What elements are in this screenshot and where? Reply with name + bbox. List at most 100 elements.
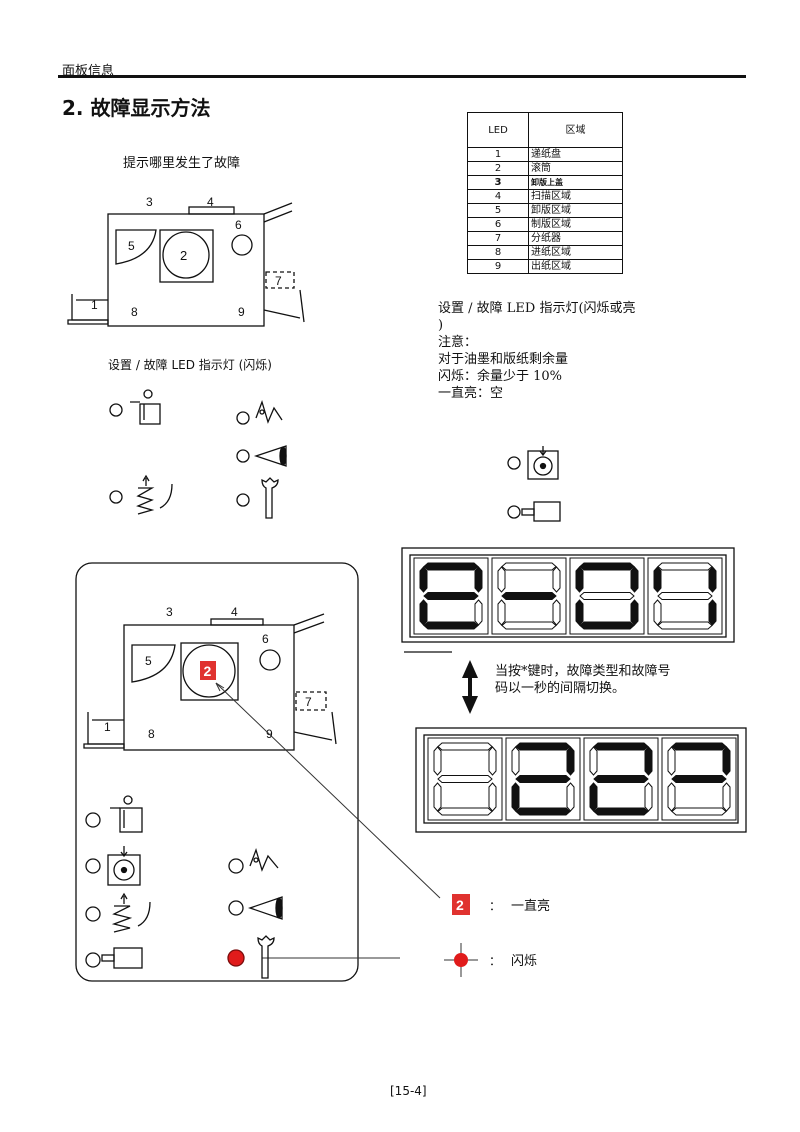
legend-blink-icon xyxy=(444,943,478,977)
legend-colon: ： xyxy=(489,954,501,968)
col-led-header: LED xyxy=(467,112,529,148)
display-segment xyxy=(671,742,727,751)
display-digit xyxy=(661,737,737,821)
display-segment xyxy=(474,599,483,626)
diagram-label: 9 xyxy=(238,305,245,319)
header-rule xyxy=(58,75,746,78)
display-segment xyxy=(657,621,713,630)
display-segment xyxy=(630,566,639,593)
legend-steady-badge xyxy=(452,894,470,915)
legend-steady-label: 一直亮 xyxy=(511,898,550,913)
diagram-label: 5 xyxy=(145,654,152,668)
display-segment xyxy=(437,742,493,751)
display-segment xyxy=(511,782,520,812)
diagram-label: 1 xyxy=(91,298,98,312)
display-segment xyxy=(423,621,479,630)
display-segment xyxy=(579,592,635,600)
master-roll-icon xyxy=(85,846,141,886)
caption-led-blink: 设置 / 故障 LED 指示灯 (闪烁) xyxy=(108,358,272,372)
led-area: 出纸区域 xyxy=(528,259,623,274)
display-segment xyxy=(515,742,571,751)
display-segment xyxy=(419,599,428,626)
display-segment xyxy=(653,599,662,626)
col-area-header: 区域 xyxy=(528,112,623,148)
master-roll-icon xyxy=(507,446,559,480)
display-segment xyxy=(589,746,598,776)
display-segment xyxy=(497,566,506,593)
display-segment xyxy=(419,566,428,593)
diagram-label: 7 xyxy=(305,695,312,709)
display-segment xyxy=(722,746,731,776)
display-segment xyxy=(433,782,442,812)
pointer-lines xyxy=(215,682,441,959)
eye-icon xyxy=(228,896,283,920)
note-line: 注意： xyxy=(438,335,478,350)
digit-cell xyxy=(569,557,645,635)
page-number: [15-4] xyxy=(390,1084,427,1098)
paper-jam-icon xyxy=(236,399,283,425)
diagram-label: 8 xyxy=(148,727,155,741)
printer-diagram-top xyxy=(67,202,305,327)
display-digit xyxy=(491,557,567,635)
display-digit xyxy=(569,557,645,635)
display-segment xyxy=(515,775,571,783)
toggle-note-line: 码以一秒的间隔切换。 xyxy=(495,681,626,696)
note-line: 设置 / 故障 LED 指示灯(闪烁或亮 xyxy=(438,301,636,316)
legend-colon: ： xyxy=(489,899,501,913)
diagram-label: 3 xyxy=(166,605,173,619)
page-title: 2. 故障显示方法 xyxy=(62,96,211,120)
display-segment xyxy=(671,807,727,816)
display-top xyxy=(401,547,735,653)
ink-icon xyxy=(109,389,161,425)
display-segment xyxy=(501,562,557,571)
diagram-label: 1 xyxy=(104,720,111,734)
note-line: 对于油墨和版纸剩余量 xyxy=(438,352,569,367)
display-segment xyxy=(667,746,676,776)
display-segment xyxy=(423,592,479,600)
toggle-arrow xyxy=(462,660,478,714)
display-digit xyxy=(413,557,489,635)
display-segment xyxy=(437,775,493,783)
display-segment xyxy=(593,775,649,783)
display-segment xyxy=(579,621,635,630)
display-segment xyxy=(488,746,497,776)
display-segment xyxy=(575,599,584,626)
caption-location: 提示哪里发生了故障 xyxy=(123,156,241,171)
wrench-icon xyxy=(236,477,279,519)
diagram-label: 8 xyxy=(131,305,138,319)
led-icons-lower xyxy=(85,795,283,979)
toggle-note: 当按*键时，故障类型和故障号 码以一秒的间隔切换。 xyxy=(495,663,671,697)
error-badge-drum xyxy=(200,661,216,680)
display-segment xyxy=(579,562,635,571)
paper-stack-icon xyxy=(85,892,151,933)
display-segment xyxy=(501,621,557,630)
display-segment xyxy=(630,599,639,626)
diagram-labels-top: 1 2 3 4 5 6 7 8 9 xyxy=(91,195,282,319)
display-digit xyxy=(505,737,581,821)
diagram-label: 7 xyxy=(275,274,282,288)
diagram-label: 4 xyxy=(231,605,238,619)
toggle-note-line: 当按*键时，故障类型和故障号 xyxy=(495,664,671,679)
display-segment xyxy=(552,599,561,626)
diagram-label: 3 xyxy=(146,195,153,209)
display-segment xyxy=(653,566,662,593)
diagram-label: 4 xyxy=(207,195,214,209)
led-icons-upper xyxy=(109,389,287,519)
ink-cartridge-icon xyxy=(507,501,561,522)
display-segment xyxy=(671,775,727,783)
lower-panel xyxy=(75,562,359,982)
display-digit xyxy=(647,557,723,635)
display-segment xyxy=(423,562,479,571)
note-line: ) xyxy=(438,318,444,333)
diagram-label: 2 xyxy=(180,248,187,263)
digit-cell xyxy=(427,737,503,821)
display-segment xyxy=(488,782,497,812)
display-segment xyxy=(657,592,713,600)
display-segment xyxy=(593,807,649,816)
paper-jam-icon xyxy=(228,847,279,874)
